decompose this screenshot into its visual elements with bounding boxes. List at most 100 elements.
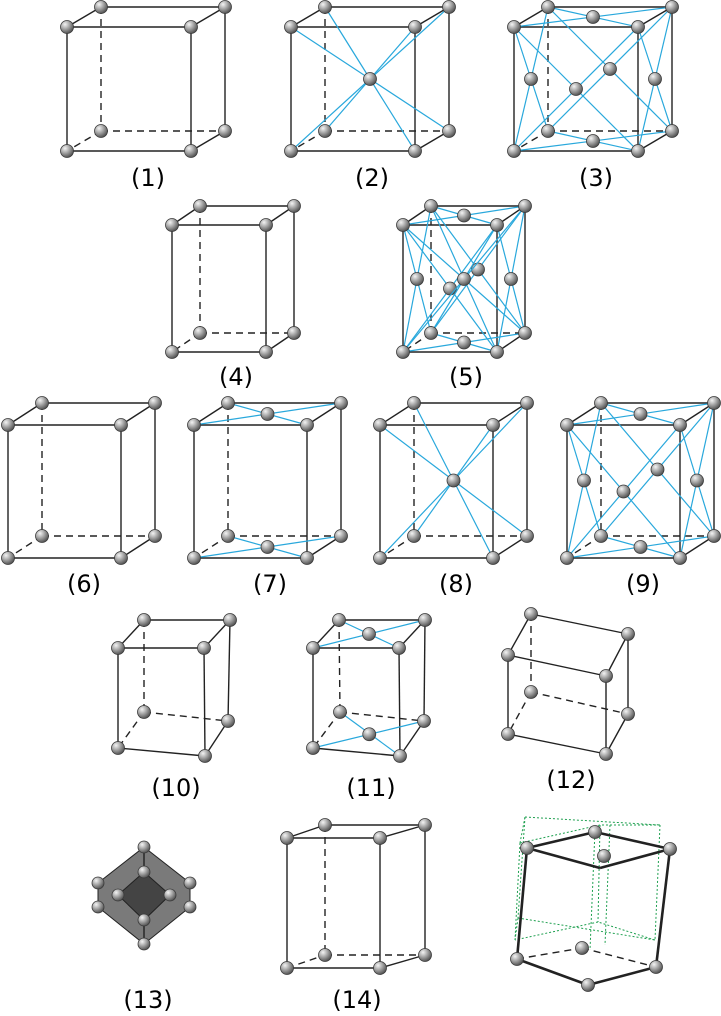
reference-edge	[519, 816, 526, 844]
atom	[137, 865, 151, 879]
atom	[586, 134, 600, 148]
centering-line	[290, 26, 371, 80]
centering-line	[369, 78, 450, 132]
atom	[183, 876, 197, 890]
cell-edge	[530, 613, 629, 635]
hidden-edge	[530, 691, 629, 715]
reference-edge	[597, 921, 656, 941]
atom	[91, 900, 105, 914]
atom	[575, 941, 589, 955]
atom	[183, 900, 197, 914]
atom	[396, 218, 410, 232]
centering-line	[463, 224, 498, 280]
cell-edge	[423, 619, 426, 722]
atom	[333, 705, 347, 719]
atom	[597, 849, 611, 863]
lattice-3	[507, 0, 679, 158]
cell-edge	[605, 713, 629, 755]
hidden-edge	[581, 947, 657, 968]
atom	[520, 396, 534, 410]
atom	[396, 345, 410, 359]
atom	[446, 473, 461, 488]
atom	[94, 0, 108, 14]
reference-edge	[597, 824, 601, 923]
atom	[524, 685, 538, 699]
atom	[569, 82, 583, 96]
atom	[599, 747, 613, 761]
atom	[507, 144, 521, 158]
atom	[621, 627, 635, 641]
reference-edge	[604, 824, 611, 946]
atom	[673, 551, 687, 565]
atom	[284, 20, 298, 34]
atom	[221, 396, 235, 410]
atom	[300, 418, 314, 432]
label-1: (1)	[131, 164, 165, 192]
atom	[665, 0, 679, 14]
prism-edge	[515, 847, 529, 960]
atom	[259, 345, 273, 359]
atom	[111, 741, 125, 755]
atom	[633, 407, 648, 421]
atom	[588, 825, 602, 839]
atom	[111, 641, 125, 655]
cell-edge	[398, 647, 401, 757]
cell-edge	[507, 613, 532, 656]
atom	[457, 208, 471, 223]
atom	[418, 948, 432, 962]
atom	[408, 20, 422, 34]
atom	[501, 648, 515, 662]
lattice-10	[111, 613, 237, 763]
centering-line	[453, 402, 528, 481]
atom	[332, 613, 346, 627]
atom	[665, 124, 679, 138]
atom	[334, 396, 348, 410]
atom	[442, 0, 456, 14]
cell-edge	[227, 619, 231, 722]
atom	[221, 529, 235, 543]
label-7: (7)	[253, 570, 287, 598]
lattice-9	[560, 396, 721, 565]
lattice-5	[396, 199, 532, 359]
atom	[586, 10, 600, 24]
atom	[334, 529, 348, 543]
label-10: (10)	[151, 774, 200, 802]
atom	[259, 218, 273, 232]
centering-line	[413, 480, 454, 537]
atom	[187, 418, 201, 432]
atom	[457, 272, 471, 286]
atom	[318, 948, 332, 962]
atom	[373, 831, 387, 845]
atom	[673, 418, 687, 432]
centering-line	[402, 278, 465, 353]
atom	[581, 978, 595, 992]
reference-edge	[519, 824, 601, 844]
atom	[594, 529, 608, 543]
label-3: (3)	[579, 164, 613, 192]
centering-line	[463, 205, 526, 280]
reference-edge	[517, 816, 526, 919]
cell-edge	[203, 647, 206, 757]
atom	[137, 840, 151, 854]
atom	[137, 937, 151, 951]
atom	[524, 607, 538, 621]
atom	[165, 345, 179, 359]
atom	[577, 473, 591, 488]
atom	[410, 272, 424, 286]
atom	[187, 551, 201, 565]
atom	[280, 961, 294, 975]
hidden-edge	[338, 619, 341, 713]
atom	[560, 418, 574, 432]
label-8: (8)	[439, 570, 473, 598]
atom	[218, 124, 232, 138]
atom	[1, 418, 15, 432]
atom	[193, 199, 207, 213]
atom	[306, 741, 320, 755]
atom	[218, 0, 232, 14]
atom	[541, 0, 555, 14]
centering-line	[379, 424, 454, 481]
cell-edge	[507, 654, 607, 677]
atom	[91, 876, 105, 890]
atom	[518, 326, 532, 340]
atom	[148, 529, 162, 543]
